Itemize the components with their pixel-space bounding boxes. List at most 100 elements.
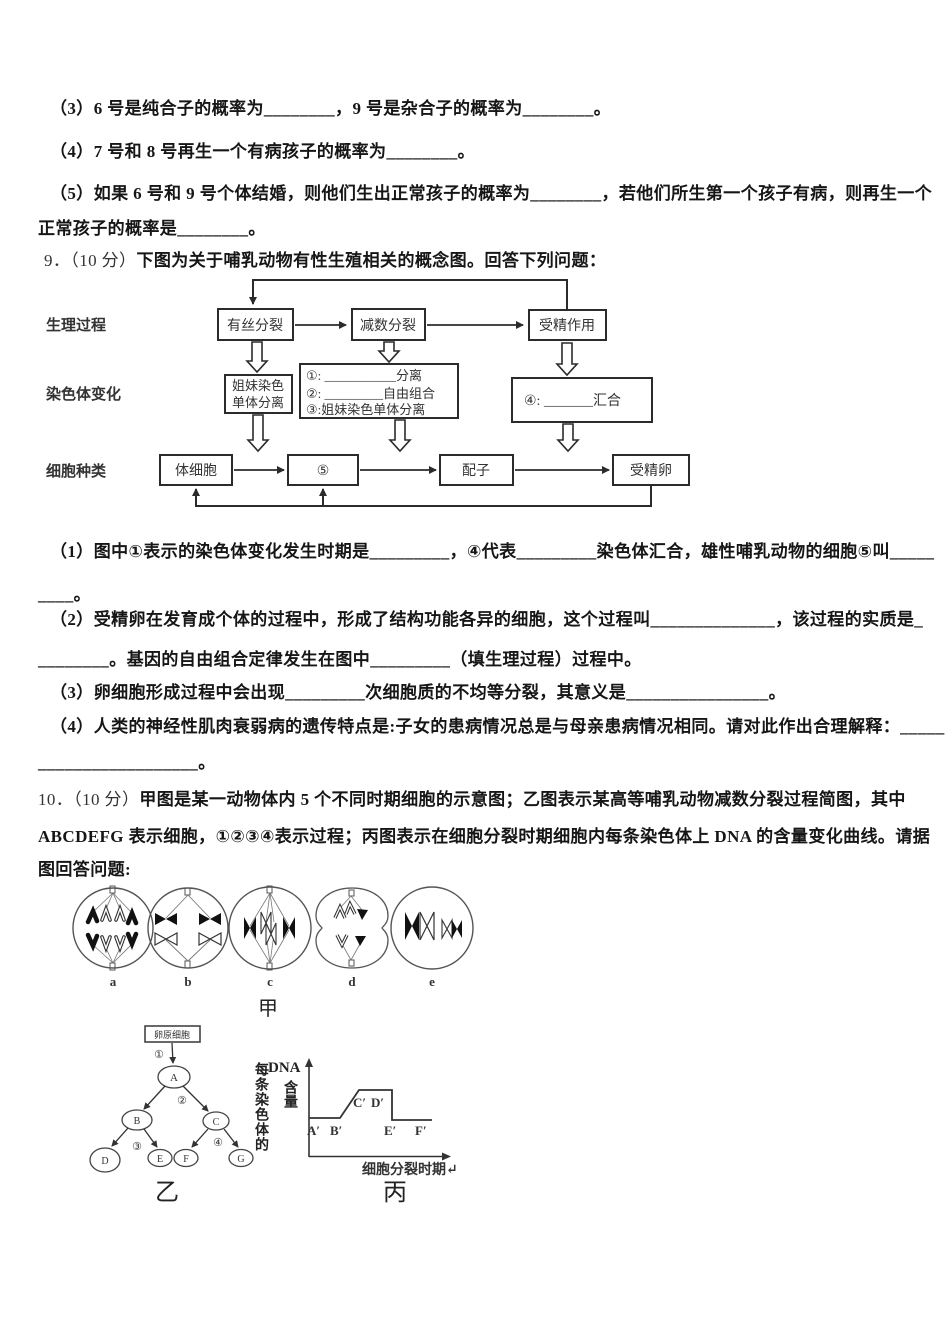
arrow-B-to-E bbox=[143, 1128, 158, 1148]
node-B-label: B bbox=[134, 1116, 141, 1127]
box-meiosis-label: 减数分裂 bbox=[360, 318, 416, 334]
point-label-F: F′ bbox=[415, 1123, 427, 1138]
point-label-A: A′ bbox=[307, 1123, 320, 1138]
box-mitosis-label: 有丝分裂 bbox=[227, 318, 283, 334]
bing-caption: 丙 bbox=[383, 1180, 407, 1206]
mid-left-line2: 单体分离 bbox=[232, 395, 284, 410]
node-B bbox=[121, 1109, 153, 1131]
q10-stem-line2: ABCDEFG 表示细胞，①②③④表示过程；丙图表示在细胞分裂时期细胞内每条染色… bbox=[38, 827, 931, 846]
mid-center-line1: ①: ___________分离 bbox=[306, 368, 422, 383]
node-F-label: F bbox=[183, 1154, 189, 1165]
q9-sub4a: （4）人类的神经性肌肉衰弱病的遗传特点是:子女的患病情况总是与母亲患病情况相同。… bbox=[50, 717, 945, 736]
node-G-label: G bbox=[237, 1154, 244, 1165]
bing-y-axis-label-dna: DNA bbox=[268, 1060, 301, 1076]
box-somatic-cell-label: 体细胞 bbox=[175, 463, 217, 479]
box-gamete: 配子 bbox=[439, 454, 514, 486]
point-label-E: E′ bbox=[384, 1123, 396, 1138]
box-cell-5-label: ⑤ bbox=[317, 464, 330, 479]
cell-c bbox=[228, 885, 312, 971]
q8-line-4: （4）7 号和 8 号再生一个有病孩子的概率为________。 bbox=[50, 142, 476, 161]
box-sister-chromatid-separation: 姐妹染色 单体分离 bbox=[224, 374, 293, 414]
yi-caption: 乙 bbox=[155, 1180, 179, 1206]
cell-d-label: d bbox=[348, 974, 356, 989]
bing-x-axis-label: 细胞分裂时期↵ bbox=[362, 1161, 458, 1178]
bing-axes bbox=[308, 1065, 444, 1158]
box-meiosis: 减数分裂 bbox=[351, 308, 426, 341]
q8-line-5a: （5）如果 6 号和 9 号个体结婚，则他们生出正常孩子的概率为________… bbox=[50, 184, 933, 203]
arrow-B-to-D bbox=[111, 1127, 129, 1147]
row-label-chromosome-change: 染色体变化 bbox=[45, 385, 121, 403]
block-arrow-5 bbox=[388, 419, 412, 453]
node-D-label: D bbox=[101, 1156, 108, 1167]
block-arrow-6 bbox=[556, 423, 580, 453]
block-arrow-3 bbox=[555, 342, 579, 377]
mid-center-line3: ③:姐妹染色单体分离 bbox=[306, 402, 425, 417]
q9-header: 9．（10 分）下图为关于哺乳动物有性生殖相关的概念图。回答下列问题： bbox=[44, 246, 606, 271]
x-axis-arrowhead bbox=[442, 1152, 451, 1161]
node-A bbox=[157, 1065, 191, 1089]
bing-chart: A′ B′ C′ D′ E′ F′ 细胞分裂时期↵ bbox=[305, 1058, 458, 1178]
point-label-D: D′ bbox=[371, 1095, 384, 1110]
q9-sub4b: __________________。 bbox=[38, 753, 216, 772]
arrow-C-to-F bbox=[191, 1128, 209, 1148]
row-label-physiological-process: 生理过程 bbox=[46, 316, 106, 334]
zygote-return-line bbox=[192, 485, 652, 507]
node-G bbox=[228, 1148, 254, 1168]
box-zygote-label: 受精卵 bbox=[630, 463, 672, 479]
box-fertilization-label: 受精作用 bbox=[539, 318, 595, 334]
jia-cell-diagram: a b c d e bbox=[72, 885, 474, 989]
cell-a-label: a bbox=[110, 974, 117, 989]
mid-right-label: ④: _______汇合 bbox=[524, 393, 621, 409]
q8-line-3: （3）6 号是纯合子的概率为________，9 号是杂合子的概率为______… bbox=[50, 99, 612, 118]
q8-line-5b: 正常孩子的概率是________。 bbox=[38, 219, 266, 238]
box-zygote: 受精卵 bbox=[612, 454, 690, 486]
q10-stem-line3: 图回答问题: bbox=[38, 860, 132, 879]
oogonium-label: 卵原细胞 bbox=[154, 1029, 190, 1040]
block-arrow-4 bbox=[246, 414, 270, 453]
node-C bbox=[202, 1111, 230, 1131]
q9-sub1b: ____。 bbox=[38, 585, 91, 604]
box-meiosis-chromosome-events: ①: ___________分离 ②: _________自由组合 ③:姐妹染色… bbox=[299, 363, 459, 419]
process-3-label: ③ bbox=[132, 1141, 142, 1153]
q10-header: 10．（10 分）甲图是某一动物体内 5 个不同时期细胞的示意图；乙图表示某高等… bbox=[38, 785, 906, 810]
mid-center-line2: ②: _________自由组合 bbox=[306, 386, 435, 401]
box-gamete-label: 配子 bbox=[462, 463, 490, 479]
cell-a bbox=[72, 885, 154, 971]
yi-flow-diagram: 卵原细胞 ① A ② B C ③ ④ D E F G bbox=[89, 1025, 254, 1173]
cell-d bbox=[315, 887, 389, 969]
q10-stem-line1: 甲图是某一动物体内 5 个不同时期细胞的示意图；乙图表示某高等哺乳动物减数分裂过… bbox=[139, 790, 906, 809]
q9-sub3: （3）卵细胞形成过程中会出现_________次细胞质的不均等分裂，其意义是__… bbox=[50, 683, 786, 702]
box-cell-5: ⑤ bbox=[287, 454, 359, 486]
feedback-arrow bbox=[249, 279, 568, 310]
dna-content-curve bbox=[309, 1089, 432, 1121]
box-mitosis: 有丝分裂 bbox=[217, 308, 294, 341]
node-E bbox=[147, 1148, 173, 1168]
q9-sub2b: ________。基因的自由组合定律发生在图中_________（填生理过程）过… bbox=[38, 650, 642, 669]
arrow-A-to-B bbox=[143, 1085, 166, 1110]
q9-sub2a: （2）受精卵在发育成个体的过程中，形成了结构功能各异的细胞，这个过程叫_____… bbox=[50, 610, 924, 629]
jia-caption: 甲 bbox=[258, 998, 278, 1020]
q9-number: 9．（10 分） bbox=[44, 251, 137, 270]
cell-e-label: e bbox=[429, 974, 435, 989]
bing-y-axis-label-vertical: 每条染色体的 bbox=[253, 1062, 268, 1152]
cell-b-label: b bbox=[184, 974, 191, 989]
q10-number: 10．（10 分） bbox=[38, 790, 140, 809]
q9-sub1a: （1）图中①表示的染色体变化发生时期是_________，④代表________… bbox=[50, 542, 935, 561]
process-1-label: ① bbox=[154, 1049, 164, 1061]
bing-y-axis-label-content: 含量 bbox=[282, 1080, 297, 1108]
cell-c-label: c bbox=[267, 974, 273, 989]
node-E-label: E bbox=[157, 1154, 163, 1165]
arrow-A-to-C bbox=[182, 1085, 209, 1112]
box-somatic-cell: 体细胞 bbox=[159, 454, 233, 486]
arrow-C-to-G bbox=[223, 1128, 239, 1148]
node-D bbox=[89, 1147, 121, 1173]
cell-e bbox=[390, 886, 474, 970]
box-fertilization: 受精作用 bbox=[528, 309, 607, 341]
row-label-cell-type: 细胞种类 bbox=[46, 462, 107, 480]
process-4-label: ④ bbox=[213, 1137, 223, 1149]
process-2-label: ② bbox=[177, 1095, 187, 1107]
block-arrow-2 bbox=[377, 341, 401, 364]
node-C-label: C bbox=[213, 1117, 220, 1128]
box-gamete-fusion: ④: _______汇合 bbox=[511, 377, 653, 423]
